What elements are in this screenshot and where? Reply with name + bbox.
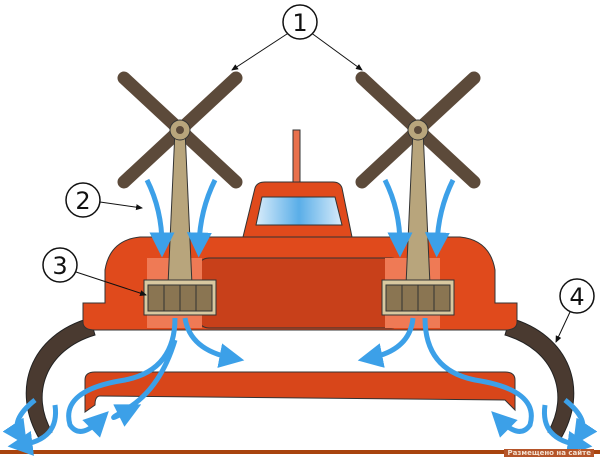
callout-2: 2	[65, 182, 143, 218]
callout-4: 4	[555, 278, 595, 343]
callout-4-label: 4	[569, 283, 584, 311]
pylon-left	[167, 129, 193, 286]
lower-hull-bar	[84, 371, 516, 413]
pylon-right	[405, 129, 431, 286]
ground-line	[0, 450, 600, 454]
callout-2-label: 2	[75, 187, 90, 215]
watermark: Размещено на сайте	[504, 449, 594, 457]
hull-side-panel	[196, 257, 404, 329]
antenna	[292, 129, 301, 186]
cabin-window	[255, 196, 343, 226]
callout-3: 3	[42, 247, 147, 296]
callout-3-label: 3	[52, 252, 67, 280]
callout-1: 1	[231, 4, 363, 71]
callout-1-label: 1	[292, 9, 307, 37]
airflow-arrows	[2, 178, 598, 456]
engine-right	[381, 279, 455, 316]
engine-left	[143, 279, 217, 316]
